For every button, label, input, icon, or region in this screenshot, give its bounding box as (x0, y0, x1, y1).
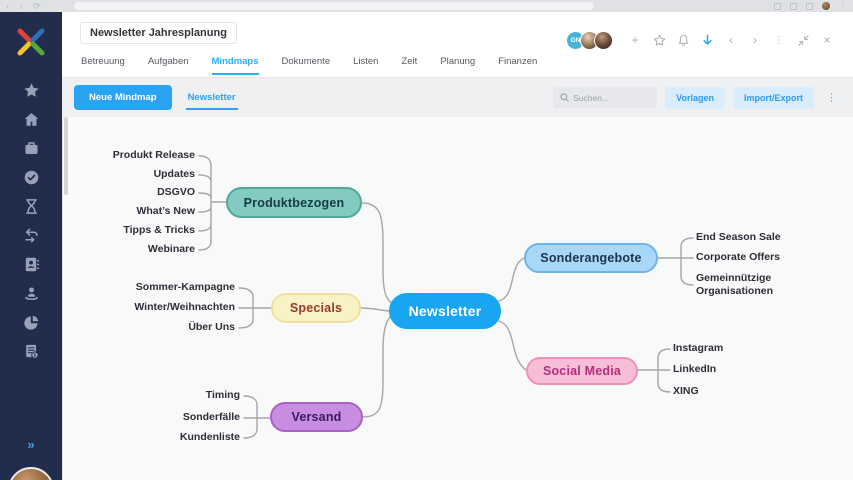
star-icon (23, 83, 39, 97)
search-icon (560, 93, 569, 102)
leaf-produkt-release[interactable]: Produkt Release (112, 149, 195, 161)
tab-mindmaps[interactable]: Mindmaps (211, 56, 259, 75)
chevron-left-icon[interactable]: ‹ (729, 33, 733, 47)
avatar-photo-2[interactable] (594, 30, 613, 50)
mindmap-connectors (198, 155, 694, 439)
leaf-corporate-offers[interactable]: Corporate Offers (696, 251, 781, 263)
new-mindmap-button[interactable]: Neue Mindmap (74, 85, 172, 110)
sidebar-item-tasks[interactable] (0, 163, 62, 192)
browser-profile-avatar[interactable] (822, 2, 830, 10)
user-avatar[interactable] (8, 467, 54, 480)
page-title[interactable]: Newsletter Jahresplanung (80, 22, 237, 44)
favorite-star-icon[interactable] (647, 30, 671, 50)
document-info-icon (25, 344, 39, 359)
tab-betreuung[interactable]: Betreuung (81, 56, 125, 67)
room-tabs: Betreuung Aufgaben Mindmaps Dokumente Li… (81, 56, 537, 75)
sidebar-item-presence[interactable] (0, 279, 62, 308)
search-input[interactable] (573, 92, 651, 103)
tabs-icon[interactable] (790, 2, 797, 10)
forward-arrows-icon (24, 228, 38, 243)
leaf-kundenliste[interactable]: Kundenliste (179, 431, 240, 443)
stackfield-logo-icon[interactable] (11, 22, 51, 62)
sidebar-item-delegation[interactable] (0, 221, 62, 250)
sidebar-item-favorites[interactable] (0, 76, 62, 105)
node-social-media[interactable]: Social Media (526, 357, 638, 385)
import-export-button[interactable]: Import/Export (732, 86, 814, 109)
tab-dokumente[interactable]: Dokumente (281, 56, 331, 67)
scrollbar[interactable] (64, 117, 68, 195)
address-bar[interactable] (74, 2, 594, 10)
tab-finanzen[interactable]: Finanzen (498, 56, 538, 67)
box-icon (24, 142, 38, 154)
hourglass-icon (25, 199, 37, 214)
room-header: Newsletter Jahresplanung Betreuung Aufga… (62, 12, 853, 78)
notifications-bell-icon[interactable] (671, 30, 695, 50)
member-avatars[interactable]: GN (566, 30, 613, 50)
mindmap-tab-newsletter[interactable]: Newsletter (185, 85, 238, 110)
leaf-dsgvo[interactable]: DSGVO (157, 186, 195, 198)
vorlagen-button[interactable]: Vorlagen (665, 86, 725, 109)
node-specials[interactable]: Specials (271, 293, 361, 323)
check-circle-icon (24, 170, 38, 185)
mindmap-toolbar: Neue Mindmap Newsletter Vorlagen Import/… (62, 78, 853, 117)
tab-planung[interactable]: Planung (440, 56, 476, 67)
download-arrow-icon[interactable] (695, 30, 719, 50)
toolbar-more-icon[interactable]: ⋮ (826, 92, 837, 104)
sidebar-item-contacts[interactable] (0, 250, 62, 279)
address-book-icon (25, 257, 39, 272)
leaf-timing[interactable]: Timing (205, 389, 240, 401)
mindmap-canvas[interactable]: Produktbezogen Specials Versand Newslett… (62, 117, 853, 480)
chevron-right-icon[interactable]: › (753, 33, 757, 47)
sidebar-expand-icon[interactable]: » (27, 437, 35, 452)
collapse-icon[interactable] (791, 30, 815, 50)
leaf-ueber-uns[interactable]: Über Uns (188, 321, 235, 333)
browser-menu-icon[interactable]: ⋮ (839, 1, 847, 10)
leaf-instagram[interactable]: Instagram (673, 342, 724, 354)
leaf-gemeinnuetzige[interactable]: Gemeinnützige Organisationen (696, 272, 774, 297)
leaf-xing[interactable]: XING (673, 385, 699, 397)
tab-listen[interactable]: Listen (353, 56, 379, 67)
leaf-sonderfaelle[interactable]: Sonderfälle (182, 411, 240, 423)
sidebar-item-time[interactable] (0, 192, 62, 221)
sidebar-item-reports[interactable] (0, 308, 62, 337)
person-pin-icon (24, 287, 38, 300)
sidebar-item-documentation[interactable] (0, 337, 62, 366)
extension-icon[interactable] (774, 2, 781, 10)
window-icon[interactable] (806, 2, 813, 10)
main-content: Neue Mindmap Newsletter Vorlagen Import/… (62, 78, 853, 480)
leaf-webinare[interactable]: Webinare (147, 243, 195, 255)
close-icon[interactable]: × (823, 33, 831, 47)
sidebar-item-projects[interactable] (0, 134, 62, 163)
leaf-tipps-tricks[interactable]: Tipps & Tricks (123, 224, 195, 236)
leaf-linkedin[interactable]: LinkedIn (673, 363, 717, 375)
more-vertical-icon[interactable]: ⋮ (774, 34, 784, 46)
home-icon (24, 113, 38, 126)
leaf-winter-weihnachten[interactable]: Winter/Weihnachten (134, 301, 235, 313)
tab-zeit[interactable]: Zeit (401, 56, 418, 67)
node-produktbezogen[interactable]: Produktbezogen (226, 187, 362, 218)
leaf-whats-new[interactable]: What’s New (136, 205, 195, 217)
search-box[interactable] (553, 87, 658, 108)
browser-nav-icons[interactable]: ‹ › ⟳ (6, 0, 45, 11)
node-newsletter-center[interactable]: Newsletter (389, 293, 501, 329)
sidebar-item-home[interactable] (0, 105, 62, 134)
leaf-end-season-sale[interactable]: End Season Sale (696, 231, 781, 243)
sidebar: » (0, 12, 62, 480)
browser-chrome: ‹ › ⟳ ⋮ (0, 0, 853, 12)
tab-aufgaben[interactable]: Aufgaben (147, 56, 189, 67)
pie-chart-icon (23, 315, 38, 330)
leaf-sommer-kampagne[interactable]: Sommer-Kampagne (135, 281, 235, 293)
node-sonderangebote[interactable]: Sonderangebote (524, 243, 658, 273)
leaf-updates[interactable]: Updates (153, 168, 195, 180)
node-versand[interactable]: Versand (270, 402, 363, 432)
add-member-icon[interactable]: + (631, 33, 639, 47)
